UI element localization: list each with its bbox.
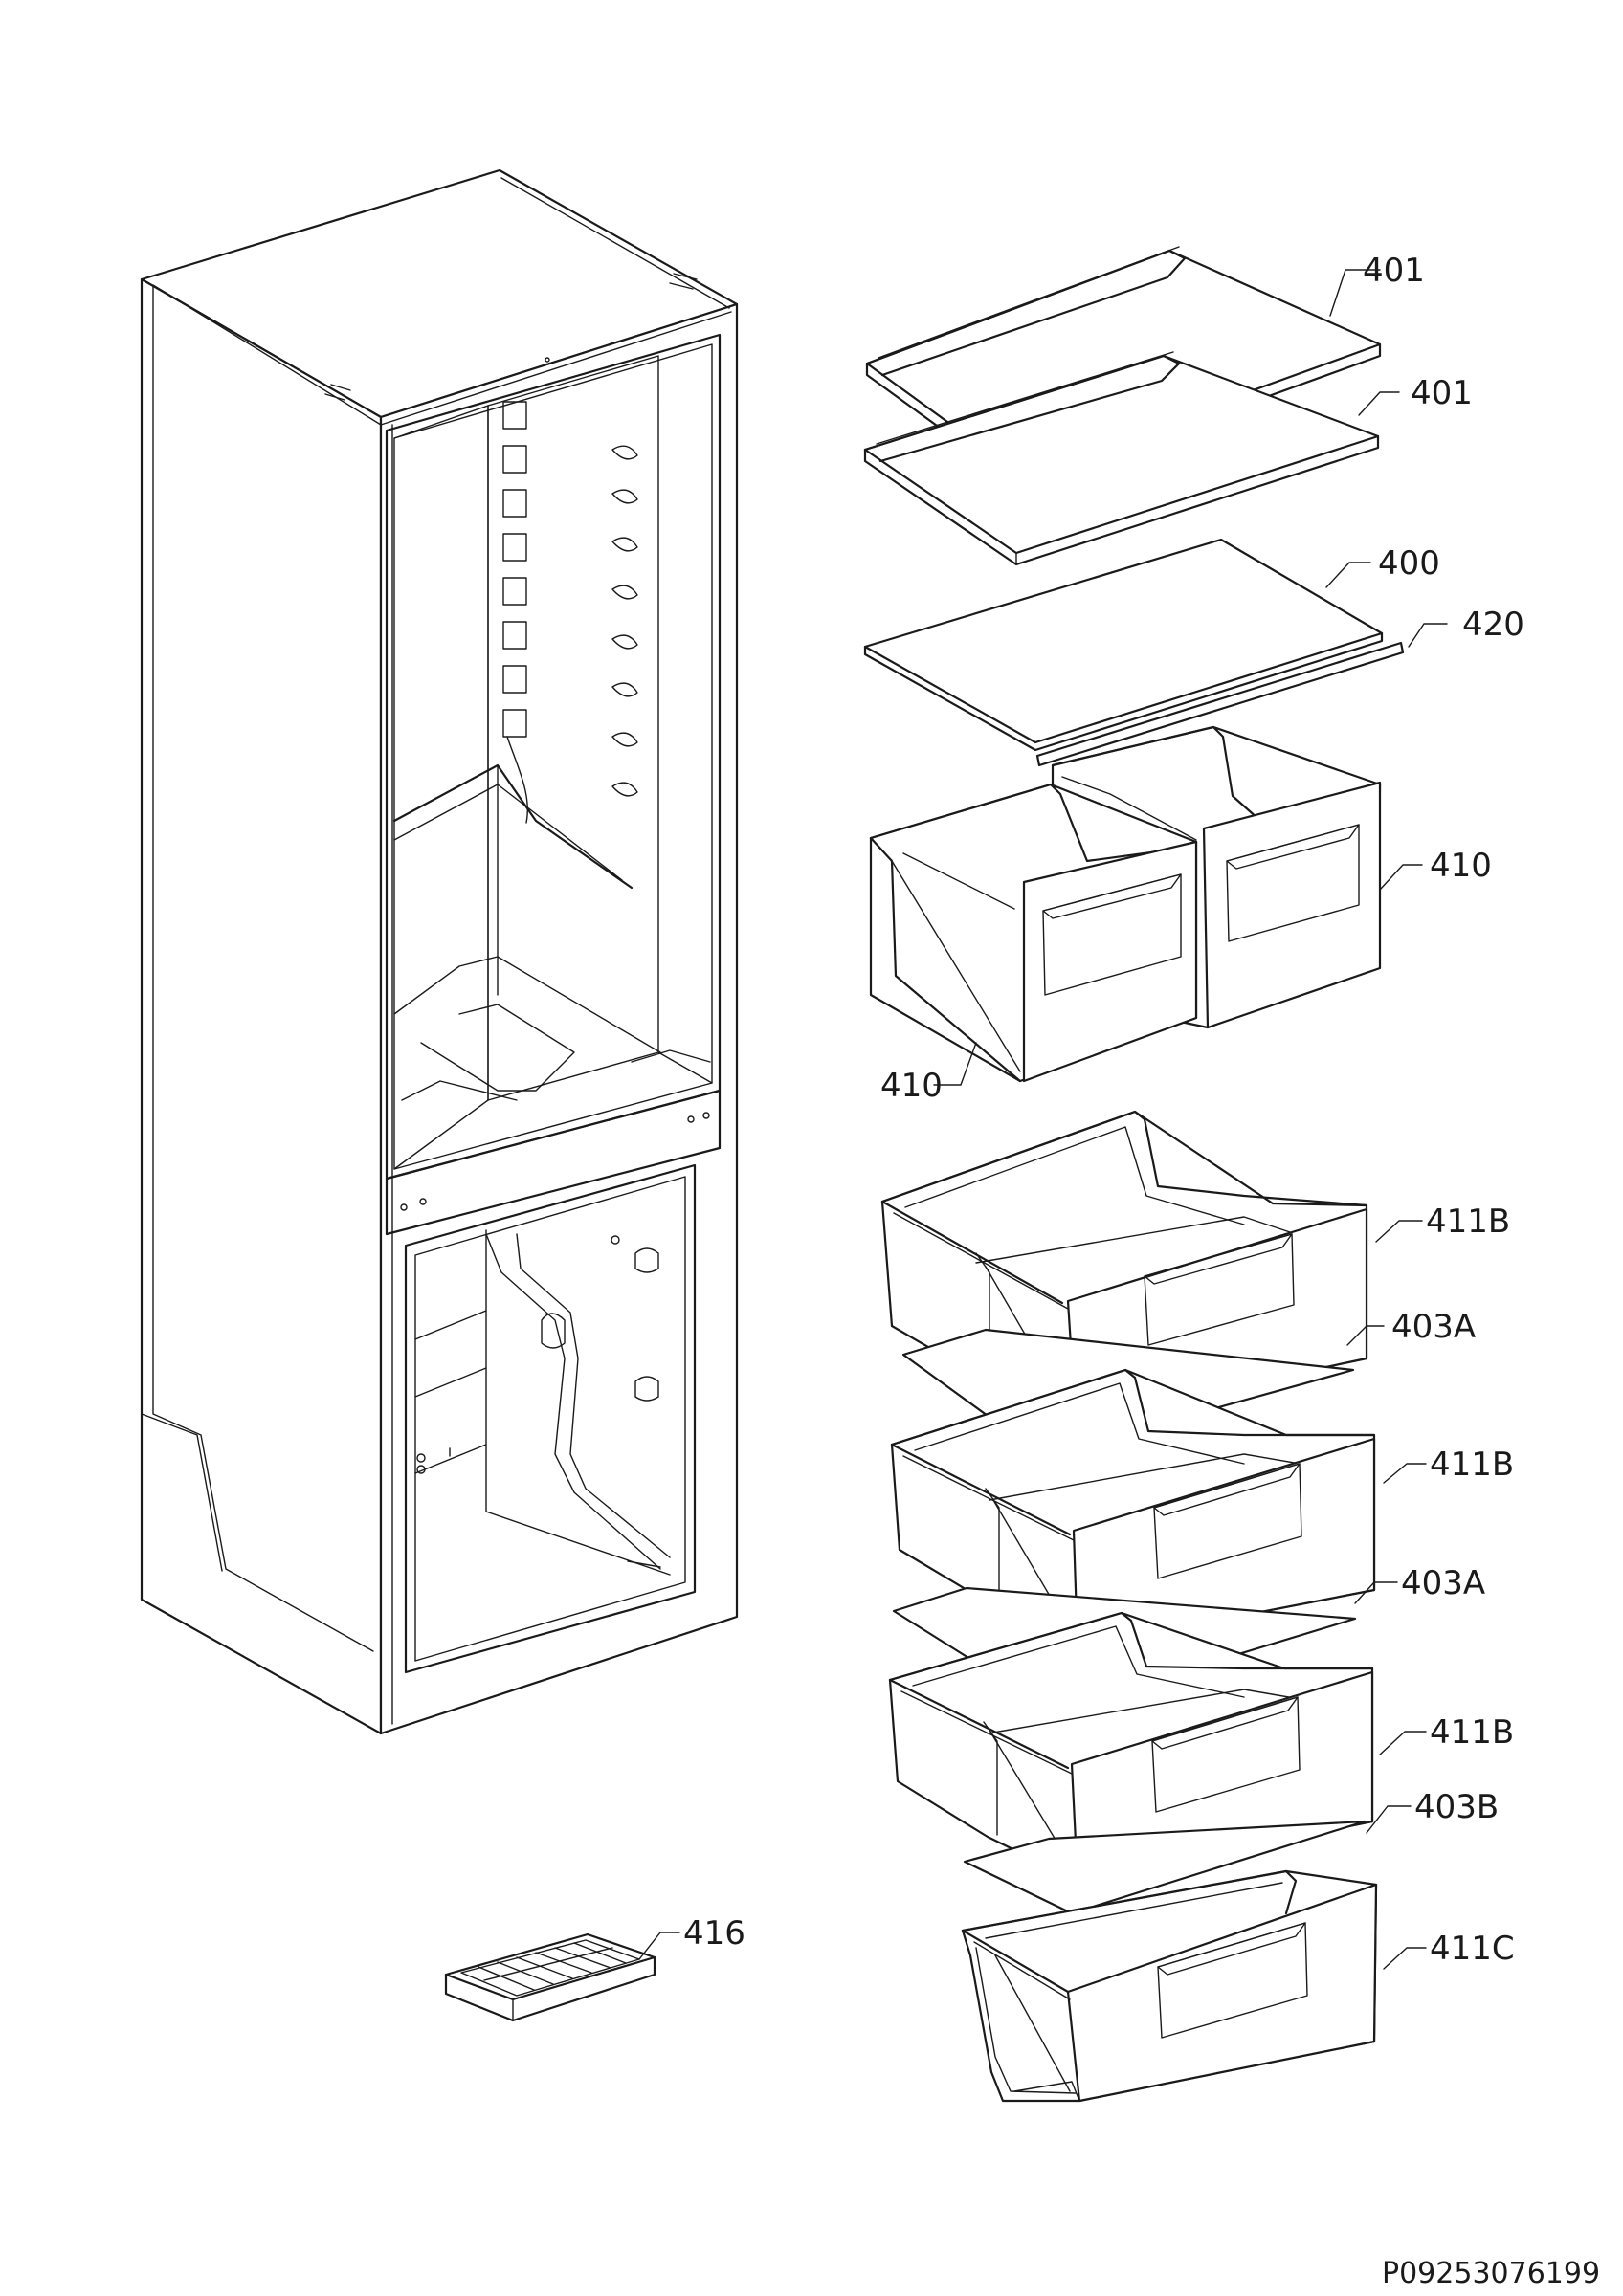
part-label-403a-2: 403A [1401, 1564, 1485, 1602]
freezer-drawer-411b-2 [890, 1368, 1376, 1649]
part-number-labels: 401 401 400 420 410 410 411B 403A 411B 4… [683, 252, 1524, 1968]
part-label-401-lower: 401 [1411, 374, 1473, 412]
part-label-403a-1: 403A [1391, 1308, 1476, 1346]
part-label-401-upper: 401 [1363, 252, 1425, 290]
shelf-support-ribs [502, 401, 528, 824]
part-label-411c: 411C [1430, 1930, 1515, 1968]
part-label-420: 420 [1462, 606, 1524, 644]
freezer-drawer-411c [961, 1869, 1378, 2103]
freezer-drawer-411b-3 [888, 1611, 1374, 1883]
part-label-411b-2: 411B [1430, 1446, 1514, 1484]
part-label-416: 416 [683, 1914, 745, 1953]
shelf-trim-420 [1035, 641, 1405, 767]
shelf-support-clips [611, 445, 638, 797]
part-label-410-left: 410 [880, 1067, 943, 1105]
part-label-411b-1: 411B [1426, 1203, 1510, 1241]
glass-shelf-400 [863, 538, 1384, 752]
part-label-411b-3: 411B [1430, 1713, 1514, 1752]
part-label-403b: 403B [1414, 1788, 1499, 1826]
crisper-drawer-410-left [869, 783, 1198, 1083]
drawing-code: P09253076199 [1382, 2257, 1600, 2290]
part-label-400: 400 [1378, 544, 1440, 583]
ice-cube-tray-416 [444, 1932, 656, 2022]
glass-shelf-401-lower [863, 351, 1380, 566]
fridge-cabinet [140, 168, 739, 1735]
leader-lines [638, 269, 1448, 1970]
part-label-410-right: 410 [1430, 847, 1492, 885]
freezer-shelf-403b [963, 1820, 1367, 1915]
